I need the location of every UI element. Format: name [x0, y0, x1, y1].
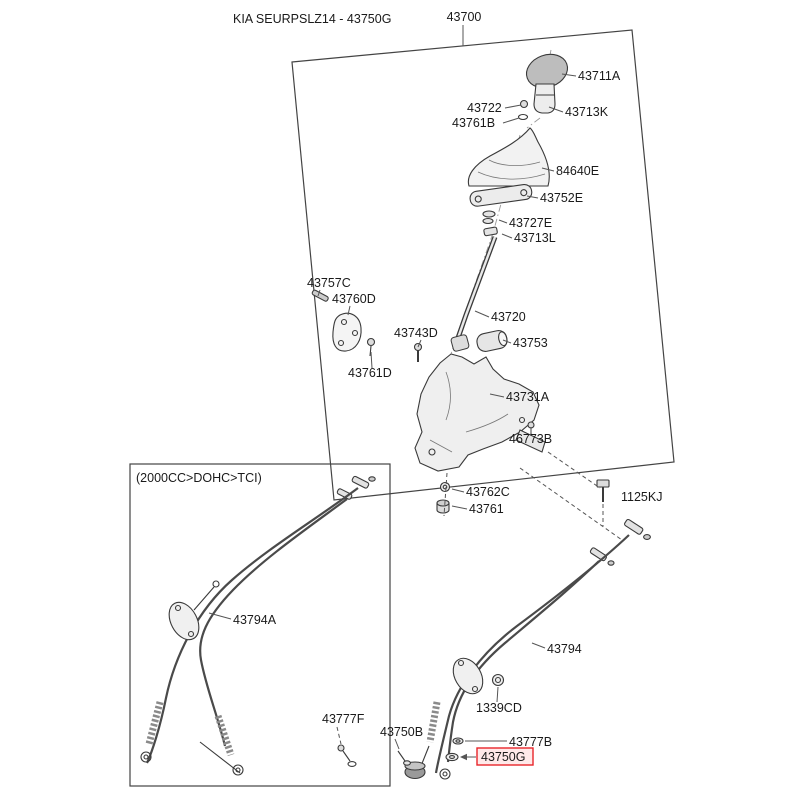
leader-43722 — [504, 104, 522, 109]
part-label-43720: 43720 — [491, 310, 526, 324]
part-label-43761: 43761 — [469, 502, 504, 516]
part-drawing-43777F — [337, 744, 357, 767]
highlighted-part: 43750G — [476, 747, 534, 766]
variant-assembly-box — [129, 463, 391, 787]
part-drawing-43752E — [469, 183, 533, 207]
part-label-1339CD: 1339CD — [476, 701, 522, 715]
part-drawing-43731A — [414, 353, 546, 472]
catalog-code: KIA SEURPSLZ14 - 43750G — [233, 12, 391, 26]
part-label-43713K: 43713K — [565, 105, 609, 119]
part-label-43743D: 43743D — [394, 326, 438, 340]
leader-1339CD — [496, 686, 499, 703]
leader-lines — [208, 25, 577, 761]
part-label-46773B: 46773B — [509, 432, 552, 446]
leader-43750B — [394, 738, 400, 750]
part-label-1125KJ: 1125KJ — [621, 490, 662, 504]
part-drawing-43720 — [450, 236, 498, 352]
part-label-43760D: 43760D — [332, 292, 376, 306]
leader-43743D — [417, 339, 422, 348]
part-drawing-43794A — [140, 475, 376, 776]
part-label-43794: 43794 — [547, 642, 582, 656]
leader-43761B — [502, 117, 520, 124]
leader-43761D — [370, 351, 373, 369]
part-drawing-1339CD — [491, 673, 505, 687]
part-label-43761B: 43761B — [452, 116, 495, 130]
part-drawing-43727E — [482, 210, 496, 225]
leader-84640E — [541, 167, 555, 172]
leader-43762C — [451, 488, 465, 493]
leader-43753 — [502, 339, 512, 344]
leader-arrow-43750G — [460, 753, 467, 761]
part-label-43750B: 43750B — [380, 725, 423, 739]
part-label-43794A: 43794A — [233, 613, 277, 627]
leader-43727E — [498, 219, 508, 224]
part-drawing-43794 — [404, 518, 651, 780]
variant-box-label: (2000CC>DOHC>TCI) — [136, 471, 262, 485]
leader-43757C — [317, 289, 321, 297]
part-label-43711A: 43711A — [578, 69, 621, 83]
leader-43720 — [474, 310, 490, 318]
part-drawing-43760D — [332, 312, 362, 352]
part-drawing-43753 — [476, 330, 508, 352]
part-label-43757C: 43757C — [307, 276, 351, 290]
leader-43794A — [208, 612, 232, 620]
part-drawing-43750B — [397, 750, 411, 766]
part-label-43753: 43753 — [513, 336, 548, 350]
part-label-43727E: 43727E — [509, 216, 552, 230]
leader-43711A — [561, 73, 577, 77]
part-drawing-1125KJ — [596, 479, 610, 502]
highlight-box-43750G — [476, 747, 534, 766]
part-label-43762C: 43762C — [466, 485, 510, 499]
part-drawing-43713L — [483, 226, 498, 237]
part-drawing-43750G-washer — [445, 752, 459, 762]
part-label-43761D: 43761D — [348, 366, 392, 380]
part-drawing-43757C — [311, 289, 329, 302]
part-label-43777F: 43777F — [322, 712, 365, 726]
assembly-number-label: 43700 — [447, 10, 482, 24]
part-label-43750G[interactable]: 43750G — [481, 750, 525, 764]
leader-43760D — [347, 305, 351, 316]
leader-43794 — [531, 642, 546, 649]
part-drawing-43777B — [452, 737, 464, 745]
part-drawing-43761B — [517, 113, 529, 121]
part-label-43722: 43722 — [467, 101, 502, 115]
part-label-84640E: 84640E — [556, 164, 599, 178]
part-label-43731A: 43731A — [506, 390, 550, 404]
leader-43713L — [501, 233, 513, 239]
part-drawing-43711A — [525, 53, 569, 114]
part-drawing-43722 — [519, 99, 529, 109]
relation-lines — [443, 451, 623, 541]
part-drawing-43762C — [439, 481, 451, 493]
part-drawing-84640E — [467, 127, 550, 187]
part-label-43713L: 43713L — [514, 231, 556, 245]
leader-43777F — [336, 726, 342, 745]
labels: KIA SEURPSLZ14 - 43750G 43700 43711A 437… — [136, 10, 662, 749]
main-assembly-box — [291, 29, 675, 501]
part-label-43752E: 43752E — [540, 191, 583, 205]
part-drawing-43761 — [436, 499, 450, 514]
part-label-43777B: 43777B — [509, 735, 552, 749]
part-drawing-43761D — [366, 337, 376, 357]
leader-43713K — [548, 106, 564, 113]
leader-43731A — [489, 393, 505, 398]
leader-43761 — [451, 505, 468, 510]
leader-43752E — [526, 195, 539, 199]
